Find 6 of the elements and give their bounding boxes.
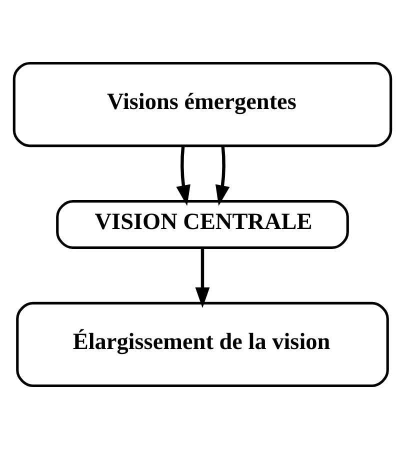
node-box: Visions émergentes — [12, 62, 392, 148]
node-box: Élargissement de la vision — [16, 302, 388, 388]
arrow — [176, 146, 190, 206]
arrow — [194, 248, 210, 308]
node-box: VISION CENTRALE — [56, 200, 348, 249]
arrow — [214, 146, 230, 206]
